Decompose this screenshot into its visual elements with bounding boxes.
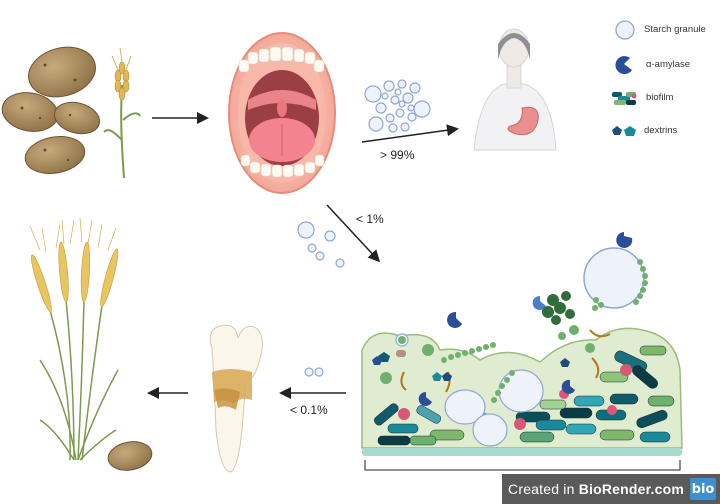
starch-cluster [364, 79, 431, 133]
legend-icons [612, 20, 637, 136]
flow-label-calculus: < 0.1% [290, 403, 328, 417]
legend-label-amylase: α-amylase [646, 59, 691, 70]
tiny-starch-pair [304, 367, 324, 377]
large-starch-granule [583, 247, 645, 309]
legend-label-biofilm: biofilm [646, 92, 674, 103]
mouth-illustration [228, 32, 336, 194]
arrow-to-plaque [326, 204, 381, 263]
legend-dextrins-icon [612, 126, 636, 136]
arrow-to-stomach [361, 124, 459, 143]
biofilm-illustration [361, 291, 683, 471]
legend-starch-granule-icon [615, 20, 635, 40]
starch-small-group [297, 221, 345, 268]
amylase-icon [616, 232, 633, 248]
tooth-illustration [209, 324, 263, 473]
potato-icon [24, 136, 86, 174]
human-torso-illustration [473, 28, 557, 151]
legend-biofilm-icon [612, 92, 637, 105]
wheat-stalk-icon [103, 47, 141, 179]
legend-amylase-icon [615, 56, 632, 75]
legend-label-dextrins: dextrins [644, 125, 678, 136]
wheat-bundle-illustration [29, 217, 119, 461]
flow-label-stomach: > 99% [380, 148, 415, 162]
potato-icon [53, 101, 101, 135]
flow-label-plaque: < 1% [356, 212, 384, 226]
potato-icon [107, 441, 153, 471]
biorender-watermark[interactable]: Created in BioRender.com bio [502, 474, 720, 504]
watermark-text: Created in BioRender.com [508, 481, 684, 497]
legend-label-starch-granule: Starch granule [644, 24, 706, 35]
biorender-logo-icon: bio [690, 478, 716, 500]
chain-beads [592, 259, 648, 311]
potatoes-group [1, 46, 101, 174]
potato-icon [28, 46, 96, 98]
